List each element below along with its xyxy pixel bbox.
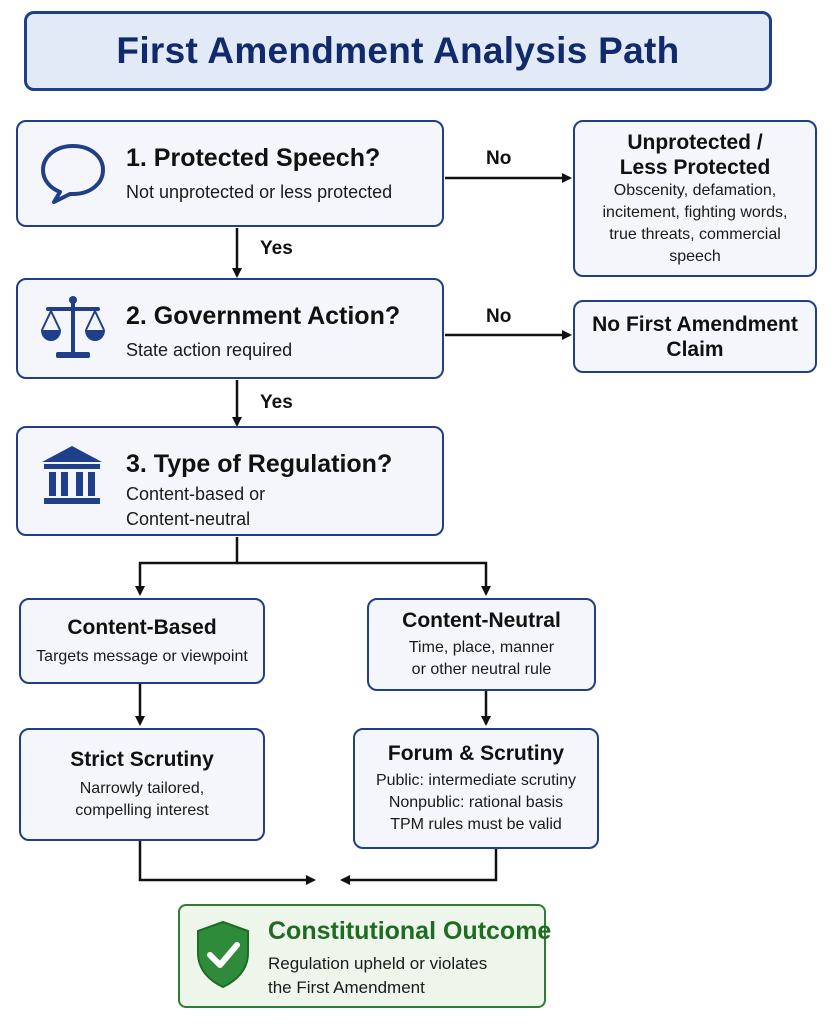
- box-line: Obscenity, defamation,: [613, 181, 777, 199]
- step-subtitle: Not unprotected or less protected: [126, 182, 393, 202]
- box-title: Forum & Scrutiny: [387, 742, 565, 765]
- box-no-claim: No First Amendment Claim: [573, 300, 817, 373]
- box-title: No First Amendment: [592, 312, 798, 336]
- box-line: Targets message or viewpoint: [36, 647, 248, 665]
- label-yes-2: Yes: [260, 392, 293, 413]
- box-title: Content-Based: [67, 615, 217, 639]
- box-unprotected: Unprotected / Less Protected Obscenity, …: [573, 120, 817, 277]
- step-subtitle-2: Content-neutral: [126, 509, 251, 529]
- speech-bubble-icon: [41, 144, 105, 204]
- courthouse-icon: [42, 446, 102, 504]
- box-title-2: Claim: [666, 337, 724, 361]
- step-title: 2. Government Action?: [126, 302, 401, 330]
- scales-icon: [41, 296, 105, 358]
- outcome-line: the First Amendment: [268, 978, 425, 997]
- box-title-2: Less Protected: [619, 155, 771, 179]
- step-title: 3. Type of Regulation?: [126, 450, 393, 478]
- diagram-title-box: First Amendment Analysis Path: [24, 11, 772, 91]
- box-line: or other neutral rule: [411, 661, 552, 678]
- step-government-action: 2. Government Action? State action requi…: [16, 278, 444, 379]
- step-subtitle: Content-based or: [126, 484, 266, 504]
- box-content-based: Content-Based Targets message or viewpoi…: [19, 598, 265, 684]
- box-forum-scrutiny: Forum & Scrutiny Public: intermediate sc…: [353, 728, 599, 849]
- box-content-neutral: Content-Neutral Time, place, manner or o…: [367, 598, 596, 691]
- arrow-split-right: [237, 561, 491, 596]
- box-line: true threats, commercial: [609, 225, 781, 243]
- label-yes-1: Yes: [260, 238, 293, 259]
- box-line: TPM rules must be valid: [390, 816, 562, 833]
- box-line: Public: intermediate scrutiny: [375, 772, 577, 789]
- box-line: compelling interest: [75, 802, 209, 819]
- outcome-line: Regulation upheld or violates: [268, 954, 488, 973]
- box-line: Nonpublic: rational basis: [388, 794, 564, 811]
- step-protected-speech: 1. Protected Speech? Not unprotected or …: [16, 120, 444, 227]
- label-no-2: No: [486, 306, 512, 327]
- box-title: Content-Neutral: [402, 609, 561, 632]
- diagram-title: First Amendment Analysis Path: [116, 30, 680, 71]
- box-line: speech: [669, 247, 721, 265]
- box-title: Unprotected /: [627, 130, 763, 154]
- outcome-title: Constitutional Outcome: [268, 917, 552, 945]
- step-title: 1. Protected Speech?: [126, 144, 381, 172]
- arrow-strict-to-outcome: [138, 841, 316, 885]
- shield-check-icon: [197, 920, 249, 989]
- box-constitutional-outcome: Constitutional Outcome Regulation upheld…: [178, 904, 551, 1008]
- label-no-1: No: [486, 148, 512, 169]
- box-line: incitement, fighting words,: [602, 203, 788, 221]
- box-line: Time, place, manner: [408, 639, 555, 656]
- step-subtitle: State action required: [126, 340, 293, 360]
- box-title: Strict Scrutiny: [70, 748, 214, 771]
- outcome-text: Regulation upheld or violates the First …: [268, 952, 487, 1000]
- box-strict-scrutiny: Strict Scrutiny Narrowly tailored, compe…: [19, 728, 265, 841]
- step-type-of-regulation: 3. Type of Regulation? Content-based or …: [16, 426, 444, 536]
- arrow-forum-to-outcome: [340, 849, 498, 885]
- arrow-split: [135, 537, 239, 596]
- box-line: Narrowly tailored,: [79, 780, 205, 797]
